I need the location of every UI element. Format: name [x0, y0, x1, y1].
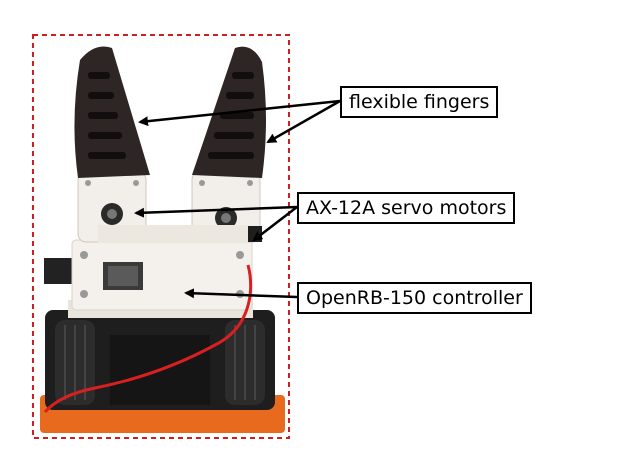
controller-board — [71, 239, 253, 311]
dashed-frame — [32, 34, 290, 439]
annotation-arrows — [134, 99, 341, 299]
red-cable — [43, 264, 253, 414]
label-servo-motors: AX-12A servo motors — [297, 192, 516, 224]
gripper-base — [40, 300, 285, 433]
arrow-fingers-left — [138, 99, 341, 127]
label-controller: OpenRB-150 controller — [297, 282, 532, 314]
arrow-controller — [184, 288, 298, 299]
label-flexible-fingers: flexible fingers — [340, 86, 499, 118]
arrow-fingers-right — [266, 99, 341, 144]
arrow-servo-right — [252, 206, 298, 242]
servo-mount-plate — [98, 225, 248, 243]
finger-left — [74, 46, 150, 178]
arrow-servo-left — [134, 205, 298, 218]
